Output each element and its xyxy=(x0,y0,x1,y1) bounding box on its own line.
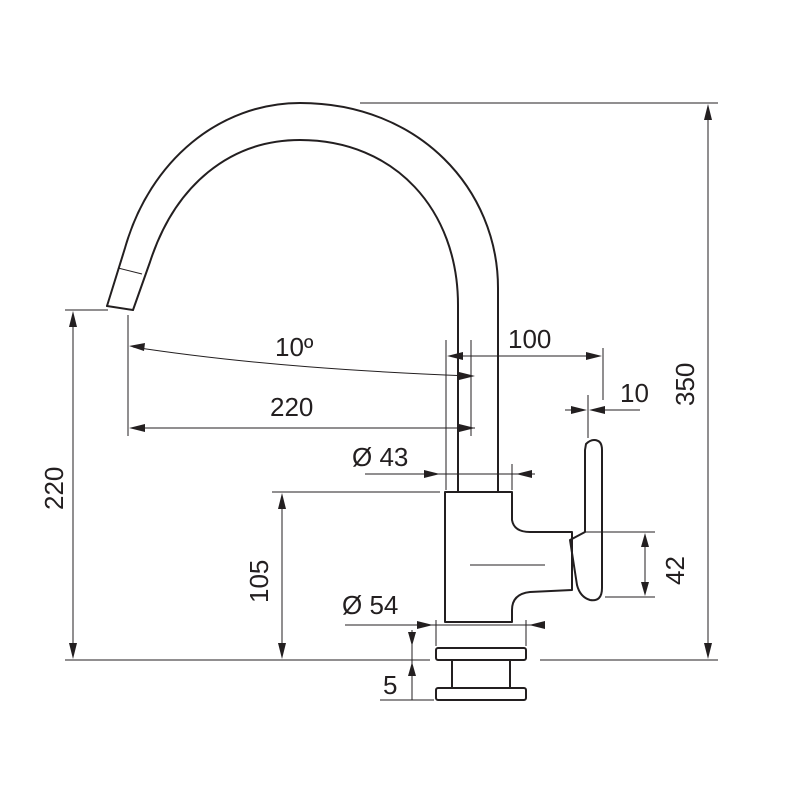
faucet-outline xyxy=(106,102,603,701)
mounting-nut xyxy=(451,659,511,689)
label-base-diameter: Ø 54 xyxy=(342,590,398,620)
spout-inner-curve xyxy=(132,139,459,493)
bottom-washer xyxy=(435,687,527,701)
spout-tip xyxy=(106,305,134,311)
spout-tip-divider xyxy=(117,267,143,275)
label-base-thickness: 5 xyxy=(383,670,397,700)
label-outlet-height: 220 xyxy=(39,467,69,510)
label-spout-reach: 220 xyxy=(270,392,313,422)
base-ring xyxy=(435,647,527,661)
faucet-body xyxy=(444,491,573,623)
arrowheads xyxy=(69,104,712,676)
label-total-height: 350 xyxy=(670,363,700,406)
extension-lines xyxy=(65,102,718,701)
label-body-diameter: Ø 43 xyxy=(352,442,408,472)
lever-handle xyxy=(569,439,603,602)
label-angle: 10º xyxy=(275,332,314,362)
label-handle-offset: 100 xyxy=(508,324,551,354)
dim-angle-arc xyxy=(132,346,471,377)
spout-outer-curve xyxy=(106,102,499,493)
label-body-height: 105 xyxy=(244,560,274,603)
dimension-lines xyxy=(72,108,709,700)
label-handle-width: 10 xyxy=(620,378,649,408)
dimension-labels: 10º 220 100 10 Ø 43 Ø 54 5 350 220 105 4… xyxy=(39,324,700,700)
label-lever-height: 42 xyxy=(660,556,690,585)
